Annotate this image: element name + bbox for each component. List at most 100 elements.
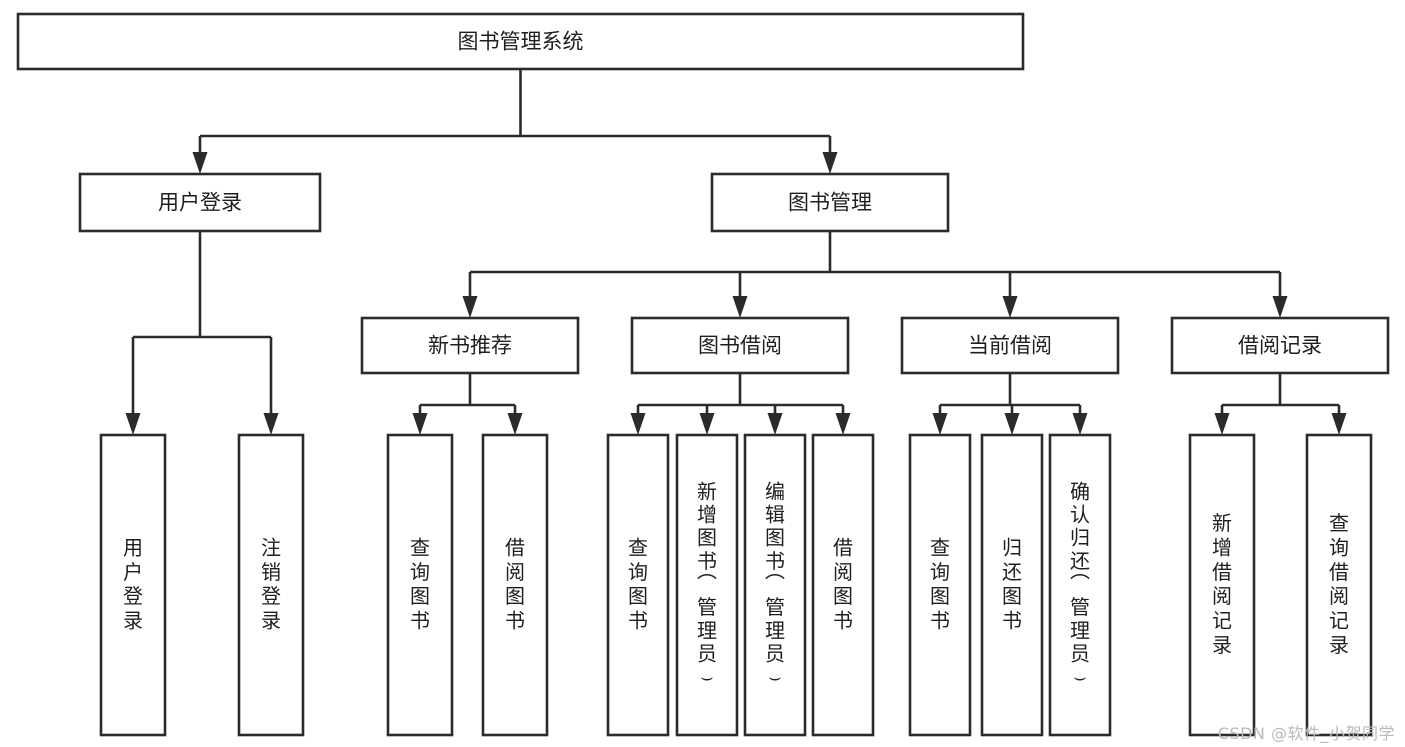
node-leaf-logout-login[interactable]: 注销登录 [237, 433, 305, 737]
node-box[interactable] [630, 316, 850, 375]
node-label: 借阅图书 [505, 535, 525, 632]
arrow-head-icon [462, 296, 478, 318]
node-label-char: 阅 [505, 559, 525, 583]
node-user-login[interactable]: 用户登录 [78, 172, 322, 233]
node-label-char: ⌣ [1073, 664, 1086, 688]
node-label-char: 确 [1070, 479, 1090, 503]
node-leaf-edit-book-admin[interactable]: 编辑图书⌒管理员⌣ [743, 433, 807, 737]
node-box[interactable] [78, 172, 322, 233]
arrow-head-icon [1072, 413, 1088, 435]
node-box[interactable] [237, 433, 305, 737]
node-box[interactable] [1170, 316, 1390, 375]
node-label-char: 登 [261, 584, 281, 608]
node-label-char: 归 [1070, 525, 1090, 549]
node-label-char: 员 [1070, 641, 1090, 665]
arrow-head-icon [1272, 296, 1288, 318]
node-box[interactable] [1048, 433, 1112, 737]
arrow-head-icon [125, 413, 141, 435]
node-box[interactable] [360, 316, 580, 375]
node-label: 注销登录 [261, 535, 281, 632]
connector-root-to-level2 [192, 69, 838, 174]
node-box[interactable] [99, 433, 167, 737]
arrow-head-icon [263, 413, 279, 435]
arrow-head-icon [192, 152, 208, 174]
node-label-char: 销 [261, 559, 281, 583]
node-current-borrow[interactable]: 当前借阅 [900, 316, 1120, 375]
node-leaf-return-book[interactable]: 归还图书 [980, 433, 1044, 737]
node-leaf-query-book-current[interactable]: 查询图书 [908, 433, 972, 737]
node-label-char: 图 [697, 525, 717, 549]
node-layer: 图书管理系统用户登录图书管理新书推荐图书借阅当前借阅借阅记录用户登录注销登录查询… [16, 12, 1390, 737]
node-label-char: 员 [765, 641, 785, 665]
node-box[interactable] [675, 433, 739, 737]
node-book-manage[interactable]: 图书管理 [710, 172, 950, 233]
node-leaf-user-login[interactable]: 用户登录 [99, 433, 167, 737]
connector-record-to-leaves [1214, 373, 1347, 435]
node-label-char: 管 [697, 595, 717, 619]
node-box[interactable] [980, 433, 1044, 737]
node-new-book-recommend[interactable]: 新书推荐 [360, 316, 580, 375]
node-leaf-confirm-return-admin[interactable]: 确认归还⌒管理员⌣ [1048, 433, 1112, 737]
node-leaf-borrow-book-recommend[interactable]: 借阅图书 [481, 433, 549, 737]
node-label-char: 增 [1212, 535, 1232, 559]
node-label-char: 书 [833, 608, 853, 632]
node-label-char: 注 [261, 535, 281, 559]
node-leaf-query-book-borrow[interactable]: 查询图书 [606, 433, 670, 737]
node-label-char: 图 [930, 584, 950, 608]
node-label-char: 阅 [833, 559, 853, 583]
node-label-char: 录 [1329, 633, 1349, 657]
node-book-borrow[interactable]: 图书借阅 [630, 316, 850, 375]
node-leaf-query-book-recommend[interactable]: 查询图书 [386, 433, 454, 737]
node-box[interactable] [900, 316, 1120, 375]
node-box[interactable] [16, 12, 1025, 71]
node-box[interactable] [1188, 433, 1256, 737]
node-label: 借阅图书 [833, 535, 853, 632]
watermark: CSDN @软件_小贺同学 [1217, 724, 1395, 743]
node-box[interactable] [811, 433, 875, 737]
node-leaf-add-book-admin[interactable]: 新增图书⌒管理员⌣ [675, 433, 739, 737]
node-box[interactable] [481, 433, 549, 737]
node-label-char: 询 [410, 559, 430, 583]
node-label-char: 录 [1212, 633, 1232, 657]
node-label-char: ⌒ [765, 572, 785, 596]
node-leaf-add-borrow-record[interactable]: 新增借阅记录 [1188, 433, 1256, 737]
node-label-char: 辑 [765, 502, 785, 526]
connector-current-to-leaves [932, 373, 1088, 435]
node-label-char: 理 [765, 618, 785, 642]
node-label-char: 询 [628, 559, 648, 583]
node-leaf-query-borrow-record[interactable]: 查询借阅记录 [1305, 433, 1373, 737]
node-root[interactable]: 图书管理系统 [16, 12, 1025, 71]
node-leaf-borrow-book[interactable]: 借阅图书 [811, 433, 875, 737]
node-label-char: 书 [628, 608, 648, 632]
node-label: 新增图书⌒管理员⌣ [697, 479, 717, 688]
node-label: 归还图书 [1002, 535, 1022, 632]
node-box[interactable] [908, 433, 972, 737]
node-label-char: 户 [123, 559, 143, 583]
node-label-char: 理 [1070, 618, 1090, 642]
node-box[interactable] [386, 433, 454, 737]
node-label-char: 登 [123, 584, 143, 608]
connector-user-login-to-leaves [125, 231, 279, 435]
node-label-char: 记 [1212, 608, 1232, 632]
node-box[interactable] [743, 433, 807, 737]
node-box[interactable] [1305, 433, 1373, 737]
node-label-char: 查 [628, 535, 648, 559]
arrow-head-icon [1214, 413, 1230, 435]
node-box[interactable] [710, 172, 950, 233]
node-label-char: 录 [123, 608, 143, 632]
node-label-char: 书 [410, 608, 430, 632]
node-label: 用户登录 [123, 535, 143, 632]
node-label-char: 员 [697, 641, 717, 665]
node-label-char: 图 [765, 525, 785, 549]
node-box[interactable] [606, 433, 670, 737]
node-label-char: 借 [833, 535, 853, 559]
node-label-char: 书 [697, 548, 717, 572]
node-label-char: 增 [697, 502, 717, 526]
arrow-head-icon [507, 413, 523, 435]
node-label: 编辑图书⌒管理员⌣ [765, 479, 785, 688]
node-label-char: 新 [697, 479, 717, 503]
node-label-char: 理 [697, 618, 717, 642]
node-label: 图书借阅 [698, 334, 782, 358]
node-label: 借阅记录 [1238, 334, 1322, 358]
node-borrow-record[interactable]: 借阅记录 [1170, 316, 1390, 375]
